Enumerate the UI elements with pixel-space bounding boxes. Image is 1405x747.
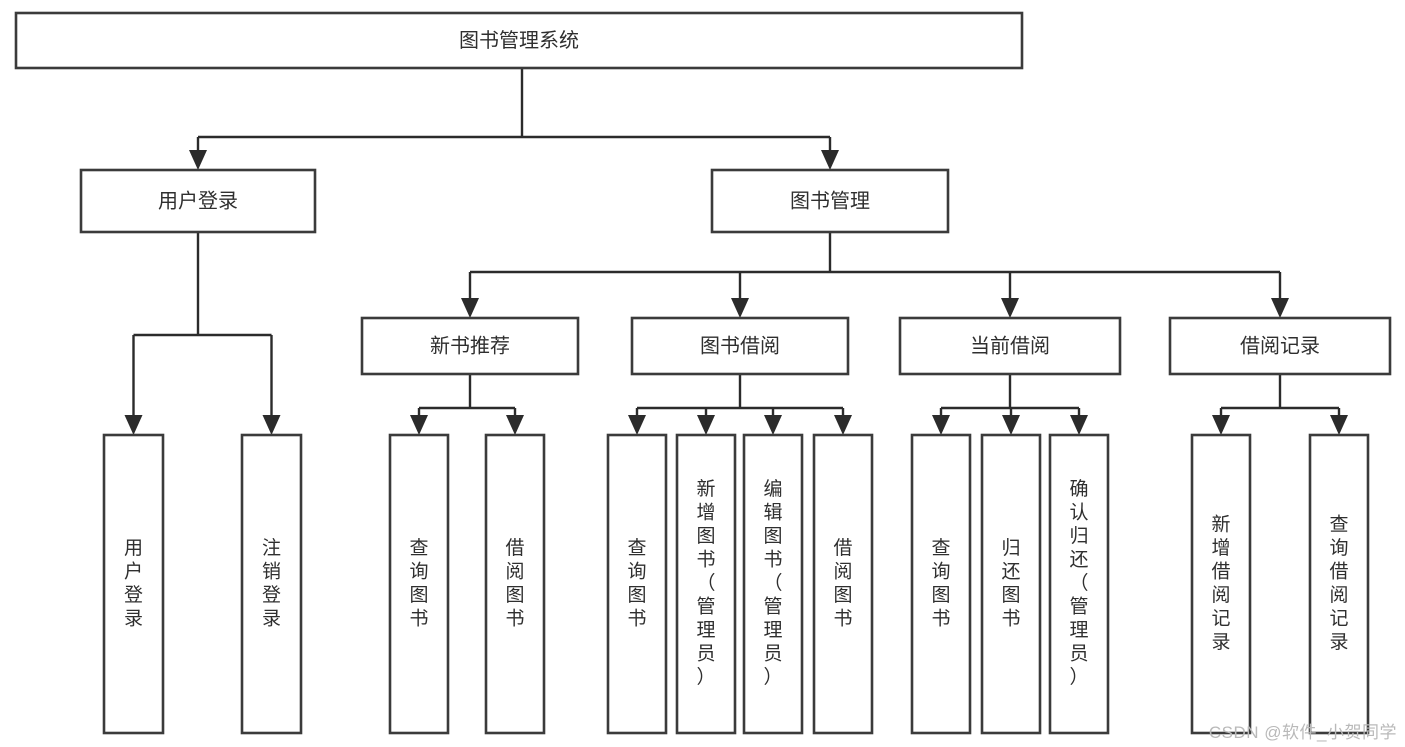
arrow-head-icon (189, 150, 207, 170)
arrow-head-icon (697, 415, 715, 435)
node-label: 编辑图书（管理员） (763, 478, 782, 688)
node-label: 用户登录 (124, 538, 143, 630)
node-rect (360, 316, 580, 376)
node-rect (1168, 316, 1392, 376)
arrow-head-icon (262, 415, 281, 435)
node-rect (1190, 433, 1252, 735)
node-label: 查询图书 (627, 537, 646, 630)
node-label: 注销登录 (262, 537, 281, 630)
node-label: 图书管理系统 (459, 29, 579, 52)
node-label: 确认归还（管理员） (1069, 478, 1088, 688)
node-leaf-13[interactable]: 查询借阅记录 (1308, 433, 1370, 735)
node-leaf-12[interactable]: 新增借阅记录 (1190, 433, 1252, 735)
node-label: 图书借阅 (700, 334, 780, 357)
node-rect (898, 316, 1122, 376)
node-rect (484, 433, 546, 735)
node-rect (1048, 433, 1110, 735)
node-leaf-8[interactable]: 借阅图书 (812, 433, 874, 735)
node-rect (606, 433, 668, 735)
node-rect (388, 433, 450, 735)
node-rect (14, 11, 1024, 70)
node-submodule-1[interactable]: 新书推荐 (360, 316, 580, 376)
node-submodule-3[interactable]: 当前借阅 (898, 316, 1122, 376)
arrow-head-icon (1002, 415, 1020, 435)
node-rect (980, 433, 1042, 735)
node-label: 图书管理 (790, 189, 870, 212)
node-rect (710, 168, 950, 234)
node-rect (1308, 433, 1370, 735)
node-label: 查询图书 (931, 537, 950, 630)
node-leaf-3[interactable]: 查询图书 (388, 433, 450, 735)
node-label: 新增图书（管理员） (696, 478, 715, 688)
node-rect (742, 433, 804, 735)
connectors-layer (124, 68, 1348, 435)
arrow-head-icon (461, 298, 479, 318)
node-label: 归还图书 (1001, 537, 1020, 630)
node-module-1[interactable]: 用户登录 (79, 168, 317, 234)
arrow-head-icon (1001, 298, 1019, 318)
node-leaf-5[interactable]: 查询图书 (606, 433, 668, 735)
arrow-head-icon (834, 415, 852, 435)
nodes-layer: 图书管理系统用户登录图书管理新书推荐图书借阅当前借阅借阅记录用户登录注销登录查询… (14, 11, 1392, 735)
node-rect (812, 433, 874, 735)
node-label: 借阅记录 (1240, 334, 1320, 357)
node-leaf-2[interactable]: 注销登录 (240, 433, 303, 735)
node-leaf-7[interactable]: 编辑图书（管理员） (742, 433, 804, 735)
arrow-head-icon (124, 415, 143, 435)
node-rect (910, 433, 972, 735)
arrow-head-icon (1212, 415, 1230, 435)
arrow-head-icon (628, 415, 646, 435)
arrow-head-icon (764, 415, 782, 435)
node-module-2[interactable]: 图书管理 (710, 168, 950, 234)
node-rect (675, 433, 737, 735)
node-leaf-10[interactable]: 归还图书 (980, 433, 1042, 735)
node-root-system[interactable]: 图书管理系统 (14, 11, 1024, 70)
node-label: 查询图书 (409, 537, 428, 630)
node-label: 查询借阅记录 (1329, 513, 1348, 653)
node-leaf-11[interactable]: 确认归还（管理员） (1048, 433, 1110, 735)
node-label: 新书推荐 (430, 334, 510, 357)
arrow-head-icon (506, 415, 524, 435)
csdn-watermark: CSDN @软件_小贺同学 (1208, 723, 1397, 742)
node-rect (79, 168, 317, 234)
node-label: 借阅图书 (505, 537, 524, 630)
arrow-head-icon (410, 415, 428, 435)
arrow-head-icon (1330, 415, 1348, 435)
node-label: 借阅图书 (833, 537, 852, 630)
node-leaf-9[interactable]: 查询图书 (910, 433, 972, 735)
node-submodule-2[interactable]: 图书借阅 (630, 316, 850, 376)
node-leaf-4[interactable]: 借阅图书 (484, 433, 546, 735)
node-rect (102, 433, 165, 735)
node-label: 当前借阅 (970, 334, 1050, 357)
node-rect (240, 433, 303, 735)
node-leaf-1[interactable]: 用户登录 (102, 433, 165, 735)
node-label: 新增借阅记录 (1211, 513, 1230, 653)
node-label: 用户登录 (158, 189, 238, 212)
arrow-head-icon (1070, 415, 1088, 435)
node-leaf-6[interactable]: 新增图书（管理员） (675, 433, 737, 735)
arrow-head-icon (731, 298, 749, 318)
arrow-head-icon (821, 150, 839, 170)
arrow-head-icon (1271, 298, 1289, 318)
node-rect (630, 316, 850, 376)
node-submodule-4[interactable]: 借阅记录 (1168, 316, 1392, 376)
arrow-head-icon (932, 415, 950, 435)
